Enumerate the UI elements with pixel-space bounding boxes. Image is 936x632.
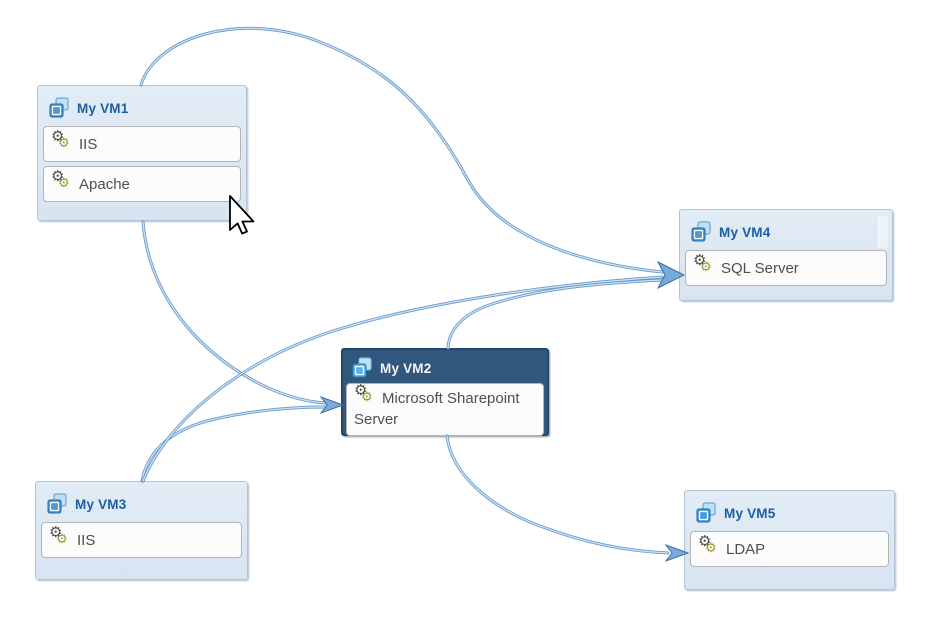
- arrowhead-into-sharepoint: [319, 395, 345, 415]
- vm-node-my-vm3[interactable]: My VM3 ⚙⚙ IIS: [35, 481, 248, 580]
- gears-icon: ⚙⚙: [354, 382, 373, 404]
- vm-node-my-vm4[interactable]: My VM4 ⚙⚙ SQL Server: [679, 209, 893, 301]
- service-row[interactable]: ⚙⚙ IIS: [41, 522, 242, 558]
- gears-icon: ⚙⚙: [49, 524, 68, 546]
- gears-icon: ⚙⚙: [51, 128, 70, 150]
- vm-node-my-vm2[interactable]: My VM2 ⚙⚙ Microsoft Sharepoint Server: [341, 348, 549, 436]
- service-row[interactable]: ⚙⚙ Microsoft Sharepoint Server: [346, 383, 544, 436]
- vm-icon: [352, 357, 372, 378]
- vm-header[interactable]: My VM1: [38, 86, 246, 126]
- edge-vm3-to-vm2: [140, 405, 327, 483]
- vm-icon: [696, 502, 716, 523]
- vm-header[interactable]: My VM4: [680, 210, 892, 250]
- vm-title: My VM4: [719, 224, 771, 240]
- edge-vm2-to-vm5: [445, 434, 670, 555]
- service-label: IIS: [79, 136, 98, 153]
- vm-header[interactable]: My VM3: [36, 482, 247, 522]
- gears-icon: ⚙⚙: [693, 252, 712, 274]
- vm-title: My VM1: [77, 100, 129, 116]
- vm-icon: [691, 221, 711, 242]
- service-label: Microsoft Sharepoint Server: [354, 390, 520, 428]
- service-row[interactable]: ⚙⚙ SQL Server: [685, 250, 887, 286]
- vm-title: My VM5: [724, 505, 776, 521]
- service-label: SQL Server: [721, 260, 799, 277]
- edge-vm2-to-vm4: [446, 278, 664, 350]
- vm-title: My VM2: [380, 360, 432, 376]
- header-grip: [878, 216, 888, 248]
- service-label: Apache: [79, 176, 130, 193]
- edge-vm1-to-vm2: [141, 220, 327, 405]
- vm-icon: [47, 493, 67, 514]
- gears-icon: ⚙⚙: [698, 533, 717, 555]
- service-row[interactable]: ⚙⚙ LDAP: [690, 531, 889, 567]
- service-row[interactable]: ⚙⚙ Apache: [43, 166, 241, 202]
- service-label: LDAP: [726, 541, 766, 558]
- service-label: IIS: [77, 532, 96, 549]
- vm-node-my-vm1[interactable]: My VM1 ⚙⚙ IIS ⚙⚙ Apache: [37, 85, 247, 221]
- vm-header[interactable]: My VM5: [685, 491, 894, 531]
- vm-header[interactable]: My VM2: [343, 350, 547, 383]
- service-row[interactable]: ⚙⚙ IIS: [43, 126, 241, 162]
- gears-icon: ⚙⚙: [51, 168, 70, 190]
- vm-node-my-vm5[interactable]: My VM5 ⚙⚙ LDAP: [684, 490, 895, 590]
- vm-icon: [49, 97, 69, 118]
- vm-title: My VM3: [75, 496, 127, 512]
